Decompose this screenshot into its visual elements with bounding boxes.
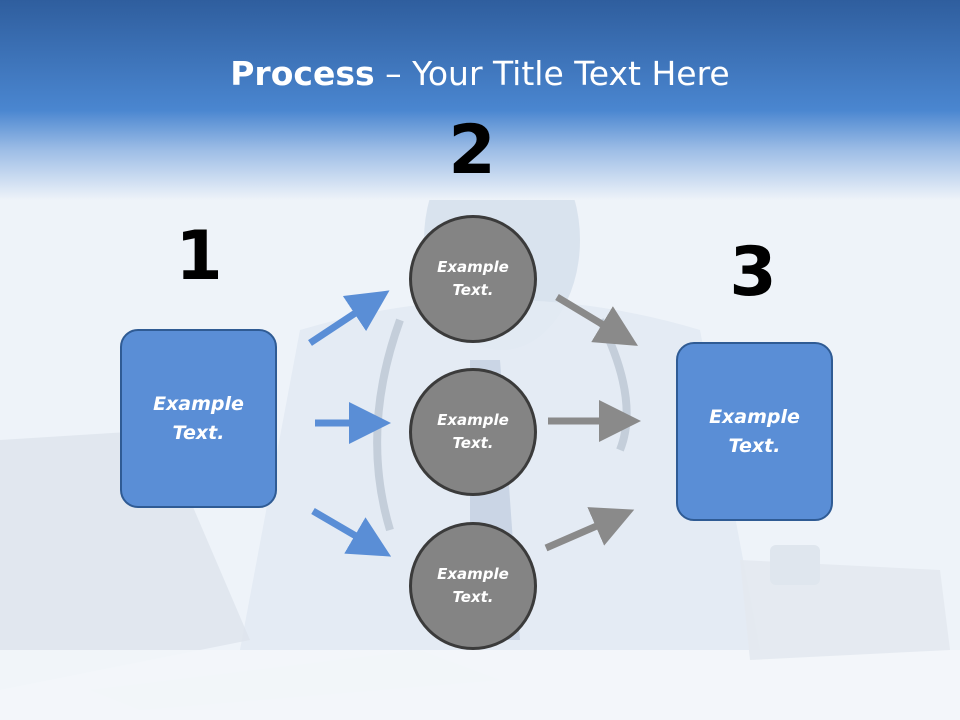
circle-top-line2: Text.: [452, 281, 494, 299]
step-3-text-line2: Text.: [728, 434, 781, 457]
circle-top-line1: Example: [437, 258, 509, 276]
step-number-1: 1: [175, 217, 223, 296]
circle-middle-line2: Text.: [452, 434, 494, 452]
title-rest: – Your Title Text Here: [374, 54, 730, 93]
step-1-text: Example Text.: [153, 390, 244, 448]
step-number-2: 2: [448, 111, 496, 190]
arrow-blue-up: [308, 290, 390, 346]
arrow-gray-up: [544, 507, 635, 552]
step-3-text-line1: Example: [709, 405, 800, 428]
step-3-box: Example Text.: [676, 342, 833, 521]
title-bold: Process: [230, 54, 375, 93]
circle-middle-line1: Example: [437, 411, 509, 429]
step-3-text: Example Text.: [709, 403, 800, 461]
circle-bottom-line1: Example: [437, 565, 509, 583]
step-number-3: 3: [729, 233, 777, 312]
circle-bottom: Example Text.: [409, 522, 537, 650]
circle-bottom-line2: Text.: [452, 588, 494, 606]
arrow-blue-down: [311, 507, 392, 557]
step-1-text-line1: Example: [153, 392, 244, 415]
step-1-box: Example Text.: [120, 329, 277, 508]
circle-middle: Example Text.: [409, 368, 537, 496]
circle-top: Example Text.: [409, 215, 537, 343]
arrow-gray-down: [555, 294, 638, 346]
step-1-text-line2: Text.: [172, 421, 225, 444]
slide-title: Process – Your Title Text Here: [0, 52, 960, 96]
